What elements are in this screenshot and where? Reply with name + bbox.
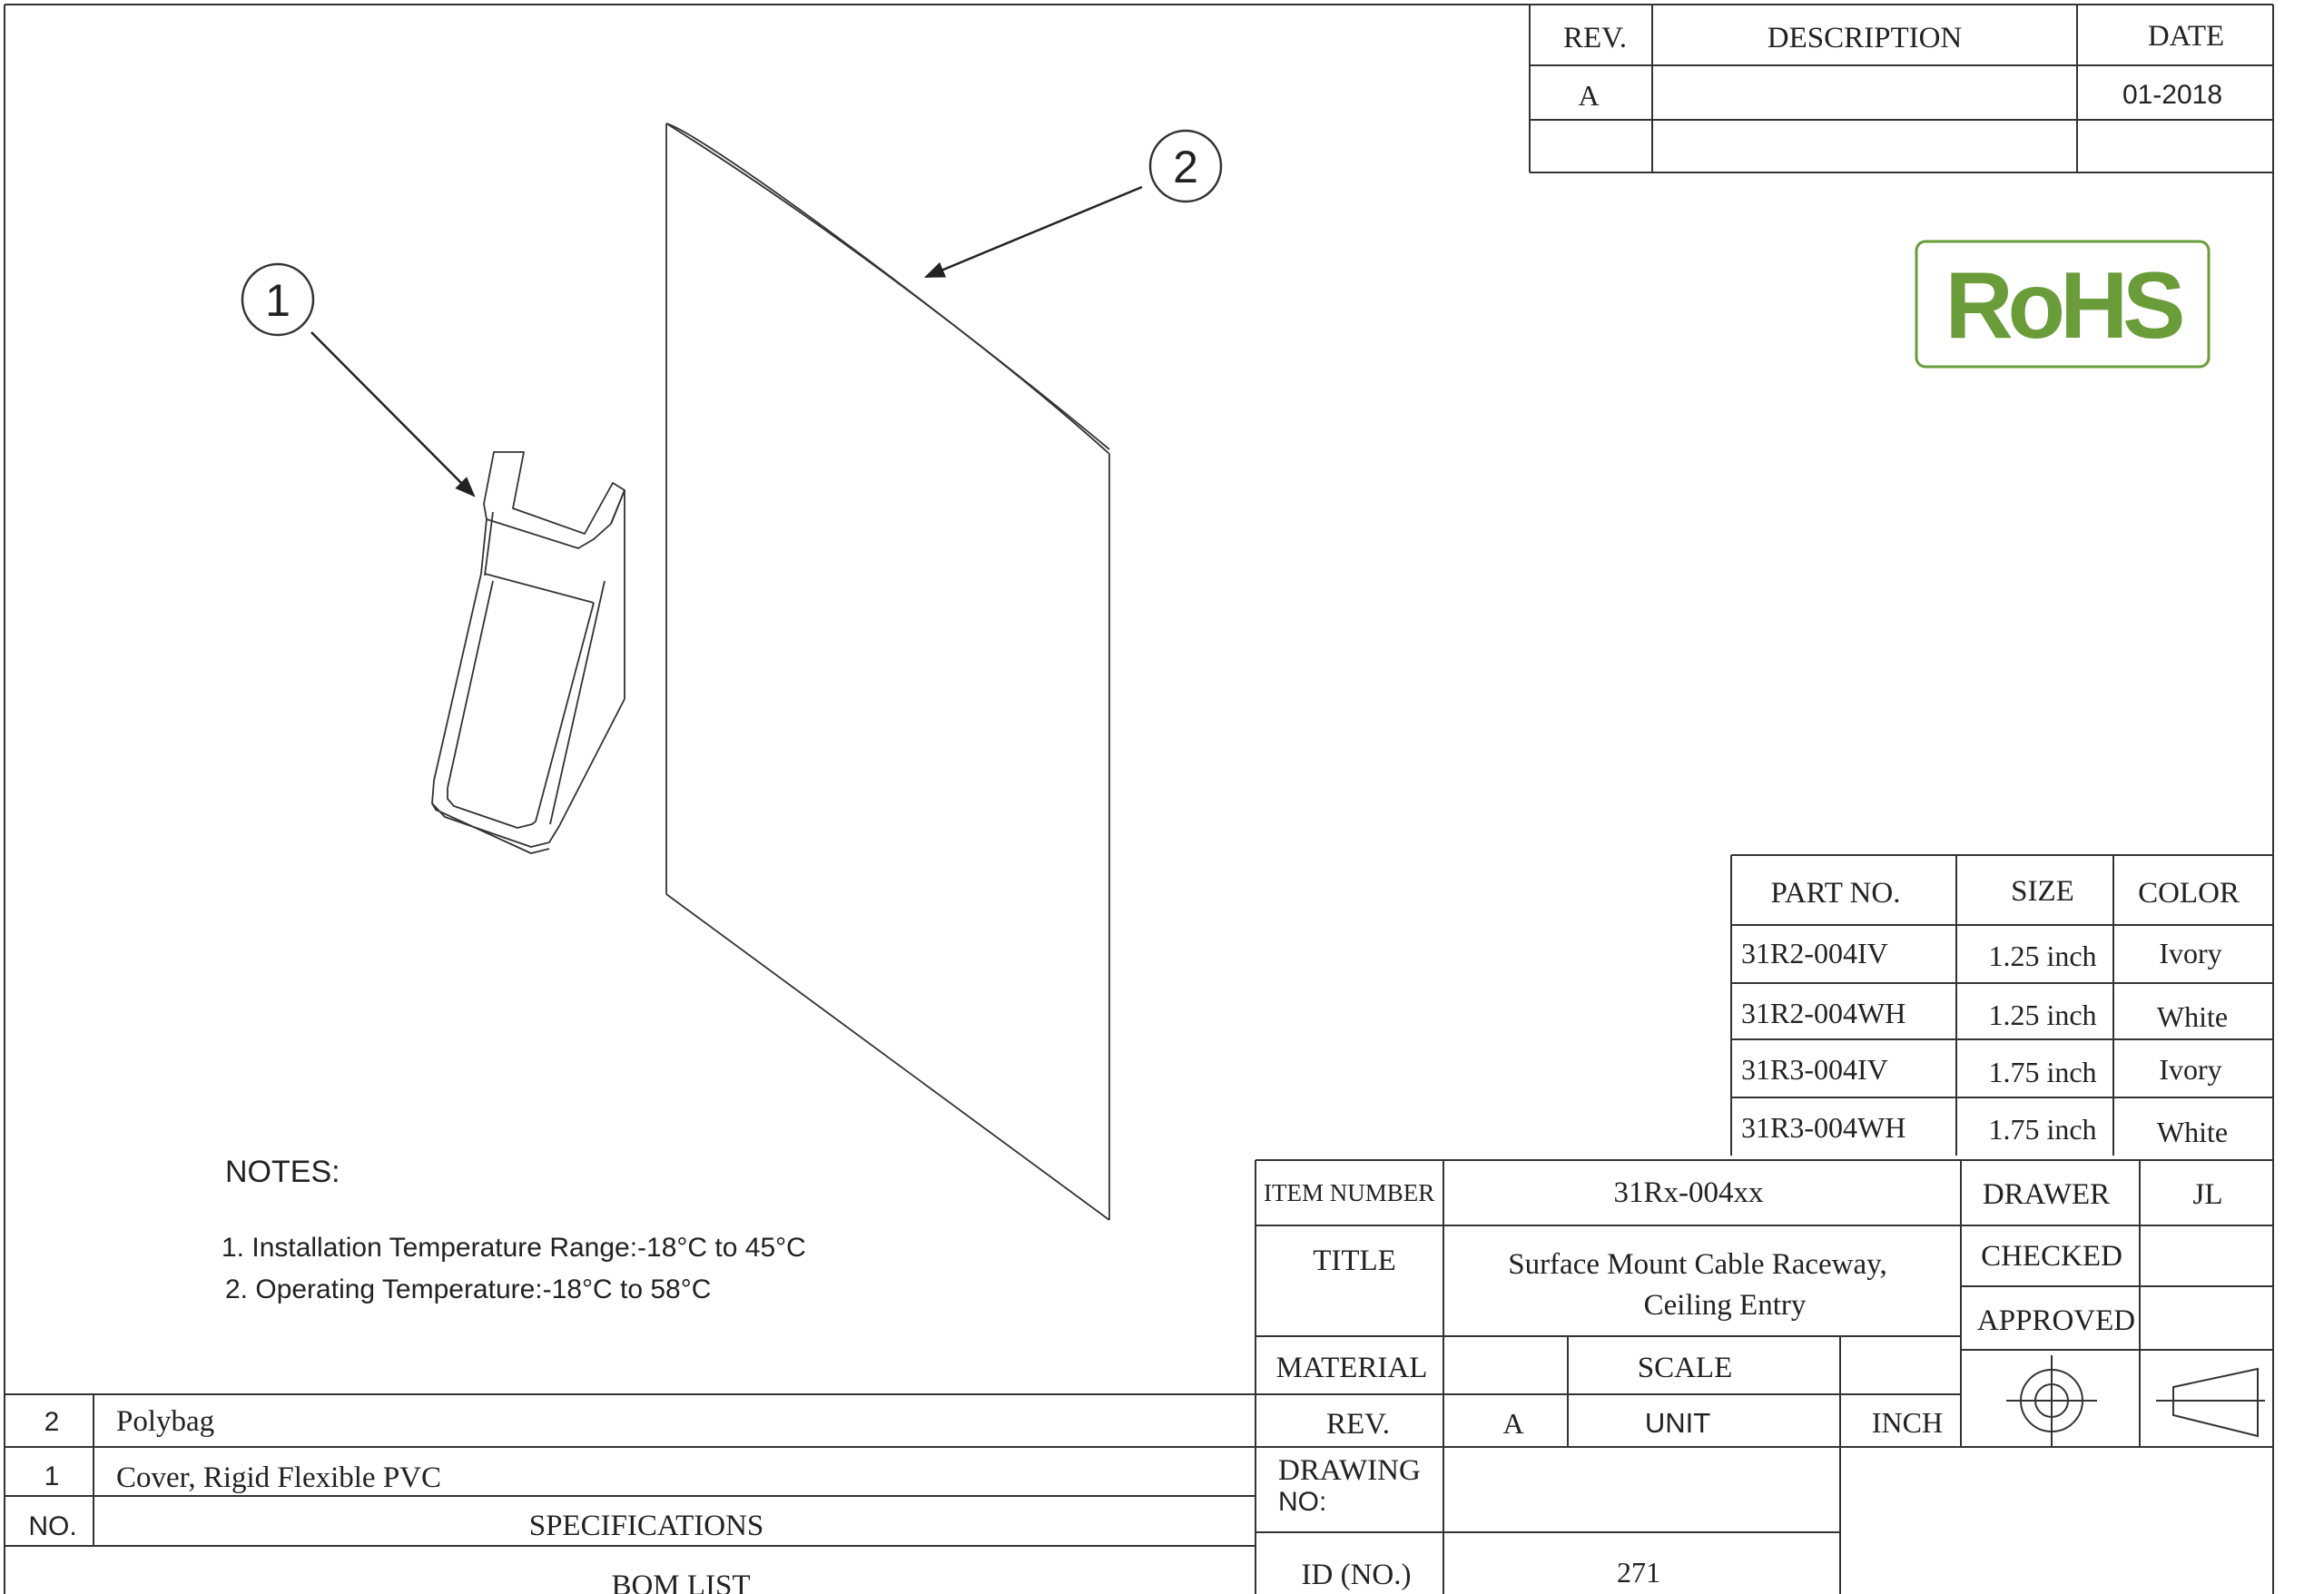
callout-1: 1 — [241, 262, 476, 497]
cover-drawing — [431, 451, 625, 854]
checked-label: CHECKED — [1981, 1240, 2122, 1273]
size-cell: 1.25 inch — [1988, 940, 2096, 972]
note-item: 2. Operating Temperature:-18°C to 58°C — [225, 1274, 711, 1304]
color-header: COLOR — [2138, 877, 2240, 910]
note-item: 1. Installation Temperature Range:-18°C … — [222, 1233, 806, 1263]
size-cell: 1.25 inch — [1988, 999, 2096, 1031]
bom-row-spec: Cover, Rigid Flexible PVC — [116, 1461, 441, 1494]
parts-table: PART NO. SIZE COLOR 31R2-004IV 1.25 inch… — [1730, 854, 2273, 1156]
bom-list-title: BOM LIST — [611, 1569, 750, 1594]
color-cell: Ivory — [2159, 937, 2221, 969]
polybag-drawing — [665, 123, 1110, 1221]
rev-header: REV. — [1563, 22, 1627, 54]
part-no-cell: 31R2-004WH — [1741, 997, 1905, 1029]
material-label: MATERIAL — [1276, 1352, 1428, 1384]
approved-label: APPROVED — [1977, 1304, 2135, 1337]
size-header: SIZE — [2011, 875, 2074, 908]
drawer-label: DRAWER — [1983, 1178, 2110, 1211]
notes: NOTES: 1. Installation Temperature Range… — [222, 1155, 806, 1304]
bom-row-no: 1 — [44, 1461, 60, 1491]
item-number-value: 31Rx-004xx — [1614, 1176, 1765, 1209]
unit-value: INCH — [1872, 1406, 1943, 1439]
notes-heading: NOTES: — [225, 1155, 340, 1189]
rev-label: REV. — [1326, 1408, 1390, 1441]
callout-2: 2 — [923, 129, 1223, 279]
bom-list: 2 Polybag 1 Cover, Rigid Flexible PVC NO… — [5, 1393, 1256, 1594]
rev-cell: A — [1578, 79, 1599, 112]
sheet-border — [4, 4, 2274, 1594]
rohs-logo: RoHS — [1915, 240, 2211, 369]
bom-row-no: 2 — [44, 1407, 60, 1437]
drawing-no-label: DRAWING — [1278, 1454, 1421, 1487]
color-cell: White — [2157, 1000, 2228, 1033]
id-label: ID (NO.) — [1302, 1559, 1412, 1591]
title-label: TITLE — [1313, 1245, 1396, 1277]
bom-header-specifications: SPECIFICATIONS — [529, 1510, 764, 1542]
part-no-cell: 31R3-004IV — [1741, 1053, 1888, 1086]
size-cell: 1.75 inch — [1988, 1113, 2096, 1146]
projection-symbol-circle — [2006, 1355, 2097, 1446]
bom-row-spec: Polybag — [116, 1405, 214, 1438]
callout-2-number: 2 — [1173, 142, 1198, 192]
date-cell: 01-2018 — [2122, 80, 2222, 110]
revision-table: REV. DESCRIPTION DATE A 01-2018 — [1529, 5, 2273, 173]
unit-label: UNIT — [1645, 1407, 1710, 1439]
projection-symbol-cone — [2156, 1367, 2265, 1438]
size-cell: 1.75 inch — [1988, 1056, 2096, 1088]
color-cell: Ivory — [2159, 1053, 2221, 1086]
color-cell: White — [2157, 1116, 2228, 1148]
drawer-value: JL — [2193, 1178, 2223, 1211]
item-number-label: ITEM NUMBER — [1264, 1179, 1434, 1206]
rohs-logo-text: RoHS — [1945, 253, 2182, 359]
description-header: DESCRIPTION — [1768, 22, 1963, 54]
part-no-header: PART NO. — [1771, 877, 1901, 910]
title-value-line1: Surface Mount Cable Raceway, — [1508, 1248, 1887, 1281]
part-no-cell: 31R2-004IV — [1741, 937, 1888, 969]
id-value: 271 — [1617, 1556, 1660, 1589]
drawing-no-label-continued: NO: — [1278, 1487, 1326, 1517]
title-value-line2: Ceiling Entry — [1644, 1289, 1807, 1322]
date-header: DATE — [2148, 20, 2224, 53]
bom-header-no: NO. — [28, 1511, 76, 1541]
scale-label: SCALE — [1638, 1352, 1733, 1384]
callout-1-number: 1 — [265, 275, 290, 326]
rev-value: A — [1502, 1407, 1523, 1440]
title-block: ITEM NUMBER 31Rx-004xx DRAWER JL TITLE S… — [1255, 1159, 2273, 1594]
part-no-cell: 31R3-004WH — [1741, 1111, 1905, 1144]
